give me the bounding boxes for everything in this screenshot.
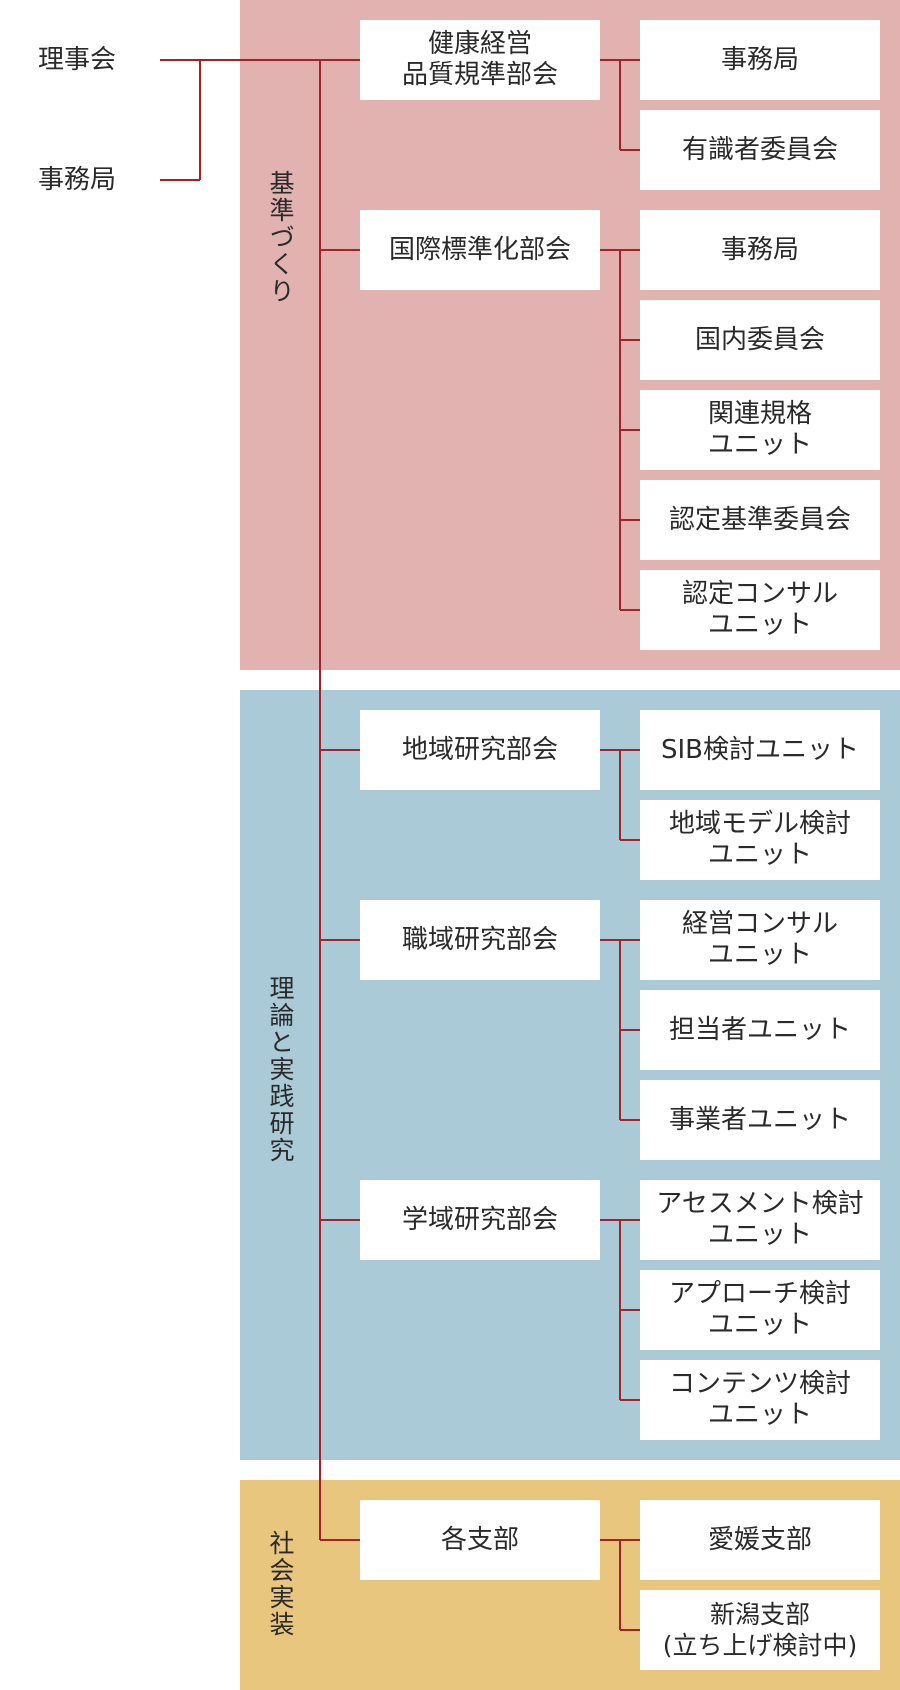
unit-domestic-committee: 国内委員会 [640,300,880,380]
unit-ehime-branch: 愛媛支部 [640,1500,880,1580]
unit-approach-review: アプローチ検討 ユニット [640,1270,880,1350]
dept-health-quality-standards: 健康経営 品質規準部会 [360,20,600,100]
unit-niigata-branch: 新潟支部 (立ち上げ検討中) [640,1590,880,1670]
unit-assessment-review: アセスメント検討 ユニット [640,1180,880,1260]
board-of-directors: 理事会 [38,45,117,75]
section-label-standards: 基準づくり [266,170,295,305]
dept-international-standardization: 国際標準化部会 [360,210,600,290]
section-label-implementation: 社会実装 [266,1530,295,1638]
unit-secretariat: 事務局 [640,210,880,290]
unit-expert-committee: 有識者委員会 [640,110,880,190]
dept-academic-research: 学域研究部会 [360,1180,600,1260]
unit-business-operators: 事業者ユニット [640,1080,880,1160]
unit-content-review: コンテンツ検討 ユニット [640,1360,880,1440]
unit-secretariat: 事務局 [640,20,880,100]
dept-workplace-research: 職域研究部会 [360,900,600,980]
unit-sib-review: SIB検討ユニット [640,710,880,790]
unit-certification-criteria-committee: 認定基準委員会 [640,480,880,560]
unit-regional-model-review: 地域モデル検討 ユニット [640,800,880,880]
unit-related-standards: 関連規格 ユニット [640,390,880,470]
dept-branches: 各支部 [360,1500,600,1580]
unit-staff: 担当者ユニット [640,990,880,1070]
unit-management-consulting: 経営コンサル ユニット [640,900,880,980]
secretariat: 事務局 [38,165,117,195]
dept-regional-research: 地域研究部会 [360,710,600,790]
unit-certification-consulting: 認定コンサル ユニット [640,570,880,650]
section-label-research: 理論と実践研究 [266,975,295,1164]
